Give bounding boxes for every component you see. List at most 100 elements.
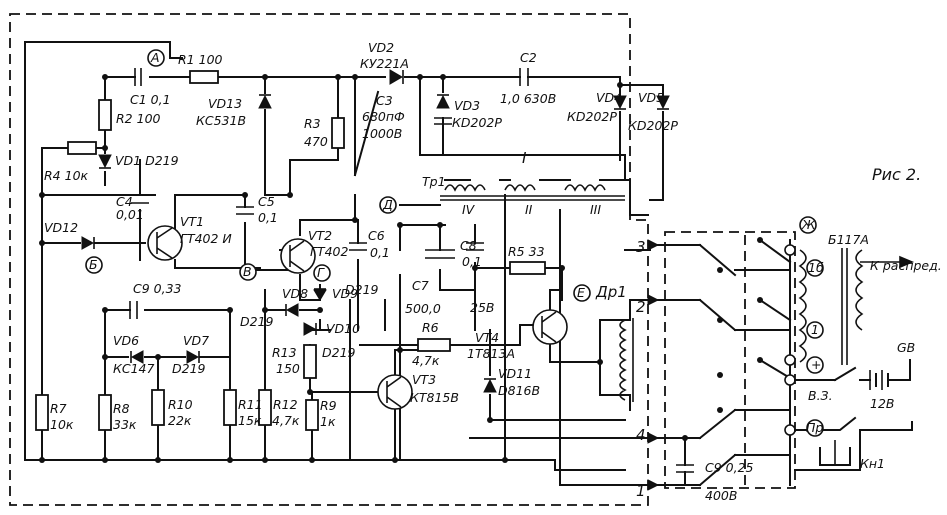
label-R11-value: 15к <box>238 413 262 428</box>
label-VD6-type: КС147 <box>113 361 155 376</box>
label-VD4-type: КD202Р <box>567 109 617 124</box>
terminal-4-label: 4 <box>636 426 646 444</box>
label-R11: R11 <box>238 397 263 412</box>
resistor-R2 <box>98 99 112 131</box>
label-C6-value: 0,1 <box>370 245 390 260</box>
label-R8: R8 <box>113 401 130 416</box>
terminal-2-label: 2 <box>636 298 646 316</box>
label-R9: R9 <box>320 398 337 413</box>
label-VT3-type: КТ815В <box>410 390 459 405</box>
label-25V: 25В <box>470 300 494 315</box>
resistor-R10 <box>151 389 165 426</box>
terminal-1-label: 1 <box>636 482 646 500</box>
label-Tr-winding-III: III <box>590 202 601 217</box>
label-GB-voltage: 12В <box>870 396 894 411</box>
label-Dr1: Др1 <box>595 283 627 301</box>
node-label-V: В <box>243 264 252 279</box>
label-C5-value: 0,1 <box>258 210 278 225</box>
label-C3-value: 680пФ <box>362 109 405 124</box>
label-VD8-type: D219 <box>240 314 274 329</box>
label-VD13-type: КС531В <box>196 113 246 128</box>
transformer-Tr1 <box>440 184 625 201</box>
label-C5: C5 <box>258 194 275 209</box>
label-VD5-type: КD202Р <box>628 118 678 133</box>
battery-and-buttons <box>794 359 913 471</box>
resistor-R8 <box>98 394 112 431</box>
junction-dots <box>39 74 623 463</box>
diodes <box>81 69 670 393</box>
label-VD10: VD10 <box>326 321 360 336</box>
label-C2: C2 <box>520 50 537 65</box>
label-R13-value: 150 <box>276 361 300 376</box>
label-plus: + <box>811 357 821 372</box>
label-Tr1: Тр1 <box>422 174 446 189</box>
resistor-R4 <box>67 141 97 155</box>
label-C2-value: 1,0 630В <box>500 91 556 106</box>
label-VD9-type: D219 <box>345 282 379 297</box>
label-Tr-winding-II: II <box>525 202 533 217</box>
label-ignition-switch: В.З. <box>808 388 833 403</box>
label-R6: R6 <box>422 320 439 335</box>
terminal-arrows <box>647 239 660 491</box>
transistor-VT3 <box>377 374 413 410</box>
node-label-A: А <box>150 50 160 65</box>
switch-contacts <box>649 237 796 487</box>
label-VT4: VT4 <box>475 330 499 345</box>
label-VT1: VT1 <box>180 214 204 229</box>
label-VD2: VD2 <box>368 40 394 55</box>
label-C3-voltage: 1000В <box>362 126 402 141</box>
label-VT1-type: ГТ402 И <box>180 231 232 246</box>
label-R7-value: 10к <box>50 417 74 432</box>
label-R12-value: 4,7к <box>272 413 300 428</box>
label-VT2-type: ГТ402 <box>310 244 349 259</box>
label-VD11-type: D816В <box>498 383 540 398</box>
node-label-G: Г <box>317 265 325 280</box>
label-R3: R3 <box>304 116 321 131</box>
resistor-R13 <box>303 344 317 379</box>
label-Tr-winding-IV: IV <box>462 202 476 217</box>
label-C8: C8 <box>460 238 477 253</box>
label-R1: R1 100 <box>178 52 223 67</box>
label-R3-value: 470 <box>304 134 328 149</box>
label-C4: C4 <box>116 194 133 209</box>
resistor-R9 <box>305 399 319 431</box>
label-R7: R7 <box>50 401 67 416</box>
transistor-VT4 <box>532 309 568 345</box>
node-label-ZH: Ж <box>801 217 816 232</box>
label-VD12: VD12 <box>44 220 78 235</box>
label-VD9: VD9 <box>332 286 358 301</box>
label-B117A: Б117А <box>828 232 869 247</box>
label-VT2: VT2 <box>308 228 332 243</box>
label-R6-value: 4,7к <box>412 353 440 368</box>
label-VD3: VD3 <box>454 98 480 113</box>
resistors <box>35 70 546 431</box>
figure-caption: Рис 2. <box>872 165 921 184</box>
label-GB: GB <box>897 340 915 355</box>
label-to-distributor: К распред. <box>870 258 942 273</box>
labels: А Б В Г Д Е Ж Пр R1 100 C1 0,1 R2 100 VD… <box>44 40 942 503</box>
transistor-VT1 <box>147 225 183 261</box>
capacitors <box>129 68 694 473</box>
label-coil-1b: 1б <box>808 260 824 275</box>
label-VD1: VD1 D219 <box>115 153 179 168</box>
label-VD7: VD7 <box>183 333 209 348</box>
label-C9-bottom: C9 0,25 <box>705 460 754 475</box>
terminal-3-label: 3 <box>636 238 646 256</box>
resistor-R3 <box>331 117 345 149</box>
label-VD8: VD8 <box>282 286 308 301</box>
label-R12: R12 <box>273 397 298 412</box>
label-VD10-type: D219 <box>322 345 356 360</box>
label-VD2-type: КУ221А <box>360 56 409 71</box>
resistor-R11 <box>223 389 237 426</box>
resistor-R12 <box>258 389 272 426</box>
label-VD13: VD13 <box>208 96 242 111</box>
node-label-D: Д <box>382 197 393 212</box>
label-C3: C3 <box>376 93 393 108</box>
label-C7: C7 <box>412 278 429 293</box>
label-R10: R10 <box>168 397 193 412</box>
label-coil-1: 1 <box>811 322 819 337</box>
resistor-R1 <box>189 70 219 84</box>
label-R2: R2 100 <box>116 111 161 126</box>
